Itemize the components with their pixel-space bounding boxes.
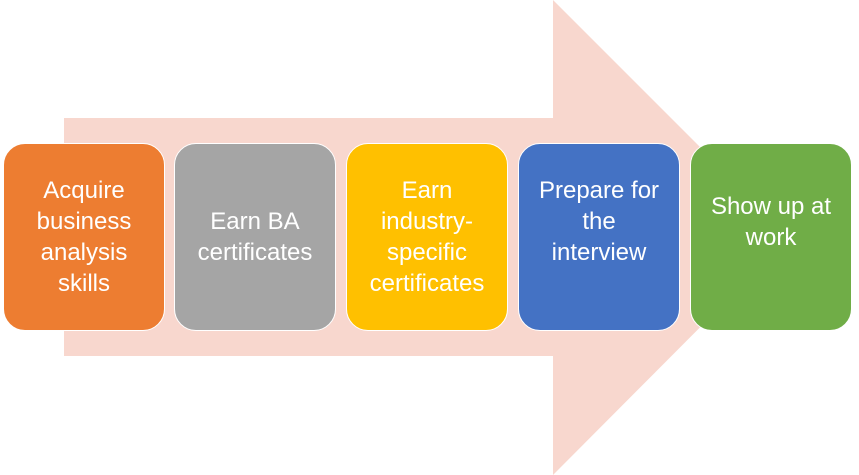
step-acquire-skills-label: Acquire business analysis skills <box>36 177 132 297</box>
step-prepare-interview-label: Prepare for the interview <box>538 177 660 266</box>
step-acquire-skills: Acquire business analysis skills <box>3 143 165 331</box>
step-earn-ba-certificates-label: Earn BA certificates <box>197 208 313 266</box>
step-earn-industry-certificates: Earn industry- specific certificates <box>346 143 508 331</box>
step-show-up-at-work: Show up at work <box>690 143 852 331</box>
step-earn-industry-certificates-label: Earn industry- specific certificates <box>369 177 485 297</box>
step-earn-ba-certificates: Earn BA certificates <box>174 143 336 331</box>
step-show-up-at-work-label: Show up at work <box>710 192 832 251</box>
step-prepare-interview: Prepare for the interview <box>518 143 680 331</box>
